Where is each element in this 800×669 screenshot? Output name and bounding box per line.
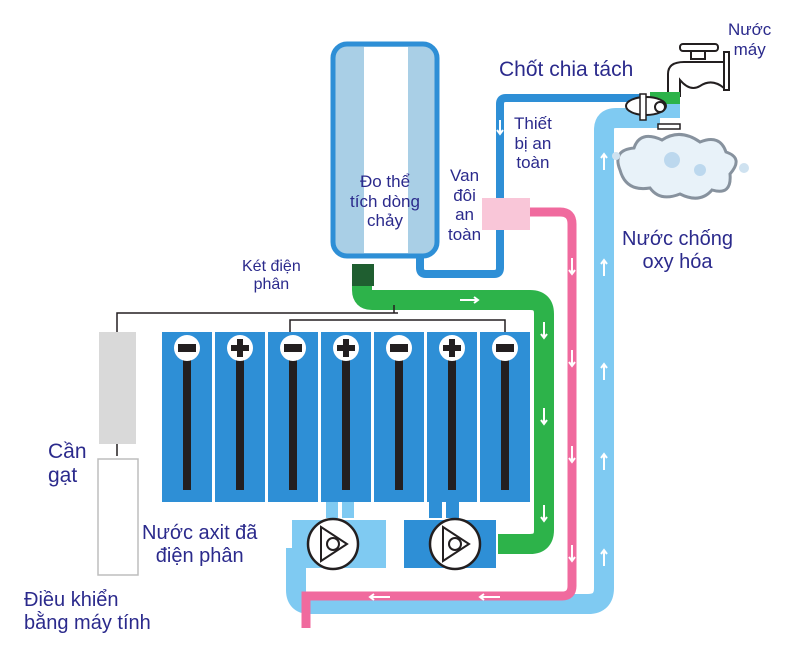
electrode-cell xyxy=(374,332,424,502)
electrode-cell xyxy=(321,332,371,502)
electrolytic-cell-block xyxy=(162,332,530,502)
label-line: Cần xyxy=(48,440,87,463)
label-tap-water: Nước máy xyxy=(728,20,771,59)
electrode-rod xyxy=(501,360,509,490)
antioxidant-cloud-icon xyxy=(612,133,749,200)
label-line: Đo thể xyxy=(359,172,411,191)
label-line: Van xyxy=(450,166,480,185)
lever xyxy=(99,332,136,444)
label-line: an xyxy=(455,205,474,225)
electrode-cell xyxy=(427,332,477,502)
minus-icon xyxy=(284,344,302,352)
electrode-rod xyxy=(236,360,244,490)
diverter-valve xyxy=(625,92,681,130)
green-pipe xyxy=(352,270,554,554)
control-wiring xyxy=(116,305,506,456)
electrode-cell xyxy=(215,332,265,502)
label-line: điện phân xyxy=(155,545,244,567)
alkaline-water-pipe xyxy=(286,108,660,614)
electrode-cell xyxy=(480,332,530,502)
electrode-rod xyxy=(342,360,350,490)
minus-icon xyxy=(496,344,514,352)
label-line: gạt xyxy=(48,464,78,488)
label-line: toàn xyxy=(516,153,550,173)
label-line: máy xyxy=(733,39,766,59)
label-line: toàn xyxy=(448,224,482,244)
label-line: bằng máy tính xyxy=(24,612,151,634)
flow-arrows xyxy=(368,120,608,601)
minus-icon xyxy=(178,344,196,352)
label-line: phân xyxy=(253,276,290,294)
label-flow-meter: Đo thể tích dòng chảy xyxy=(339,172,431,231)
label-electrolytic-cell: Két điện phân xyxy=(242,258,301,295)
electrode-rod xyxy=(448,360,456,490)
alkaline-pump xyxy=(404,502,496,571)
plus-icon xyxy=(443,339,461,357)
label-antioxidant-water: Nước chống oxy hóa xyxy=(622,228,733,274)
flow-meter-tank xyxy=(330,41,440,286)
label-line: Thiết xyxy=(514,114,552,133)
label-line: Điều khiển xyxy=(24,589,119,611)
label-line: đôi xyxy=(453,185,476,205)
computer-controller xyxy=(97,458,139,576)
double-safety-valve xyxy=(482,198,530,230)
label-line: bị an xyxy=(514,133,552,153)
label-line: oxy hóa xyxy=(642,251,713,273)
electrode-cell xyxy=(268,332,318,502)
plus-icon xyxy=(337,339,355,357)
label-line: Nước xyxy=(728,20,772,39)
label-line: tích dòng xyxy=(350,191,420,211)
label-lever: Cần gạt xyxy=(48,440,87,488)
plus-icon xyxy=(231,339,249,357)
minus-icon xyxy=(390,344,408,352)
label-acidic-water: Nước axit đã điện phân xyxy=(142,522,257,568)
label-line: Nước chống xyxy=(622,228,733,250)
label-diverter: Chốt chia tách xyxy=(499,58,634,81)
label-safety-device: Thiết bị an toàn xyxy=(514,114,552,173)
label-line: Nước axit đã xyxy=(142,522,258,544)
label-line: Két điện xyxy=(242,258,301,275)
acid-water-pipe xyxy=(301,207,577,628)
electrode-cell xyxy=(162,332,212,502)
electrode-rod xyxy=(183,360,191,490)
label-double-valve: Van đôi an toàn xyxy=(448,166,481,244)
label-line: chảy xyxy=(367,211,403,231)
electrode-rod xyxy=(395,360,403,490)
tap-water-pipe xyxy=(416,94,640,278)
electrode-rod xyxy=(289,360,297,490)
faucet-icon xyxy=(667,43,730,97)
label-computer-control: Điều khiển bằng máy tính xyxy=(24,589,151,635)
acid-pump xyxy=(292,502,386,571)
